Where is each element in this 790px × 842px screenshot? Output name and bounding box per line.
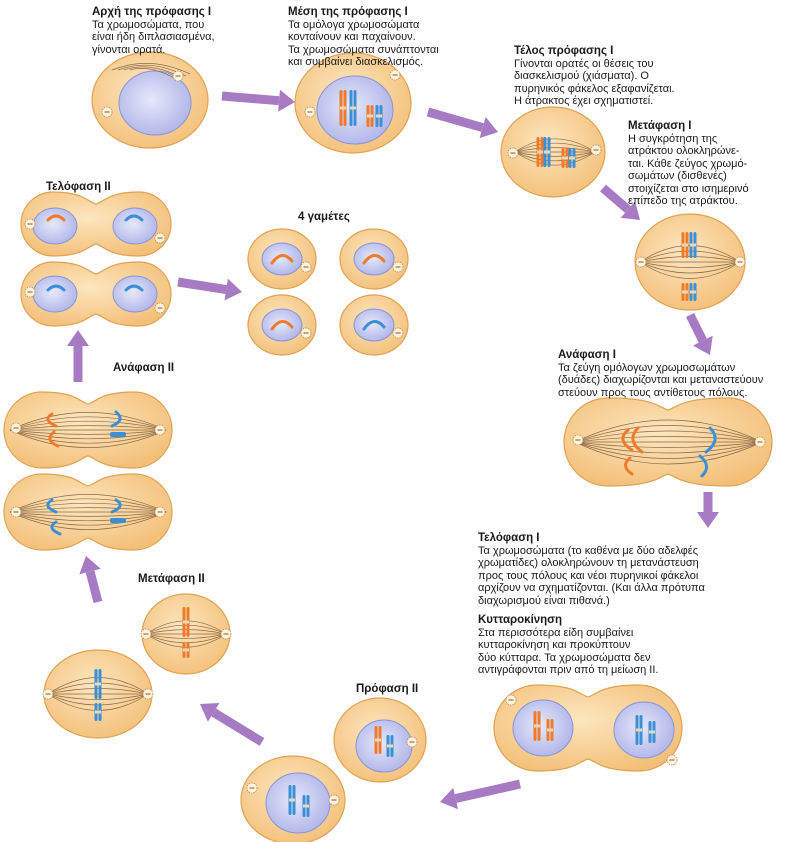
label-metaphase2: Μετάφαση ΙΙ: [138, 573, 205, 586]
arrow-5: [697, 492, 719, 528]
label-anaphase2: Ανάφαση ΙΙ: [113, 362, 174, 375]
arrow-8: [79, 556, 100, 602]
gamete-3: [248, 295, 316, 355]
label-metaphase1: Μετάφαση Ι Η συγκρότηση της ατράκτου ολο…: [628, 120, 788, 208]
cell-cytokinesis: [494, 685, 682, 771]
prophase2-title: Πρόφαση ΙΙ: [356, 683, 418, 696]
prophase-start-title: Αρχή της πρόφασης Ι: [92, 6, 262, 19]
prophase-end-line-4: Η άτρακτος έχει σχηματιστεί.: [514, 95, 774, 108]
gamete-1: [248, 229, 316, 289]
telophase1-line-4: αρχίζουν να σχηματίζονται. (Και άλλα πρό…: [478, 582, 783, 595]
anaphase1-line-2: (δυάδες) διαχωρίζονται και μεταναστεύουν: [558, 374, 788, 387]
label-gametes: 4 γαμέτες: [298, 211, 350, 224]
cytokinesis-line-1: Στα περισσότερα είδη συμβαίνει: [478, 627, 748, 640]
cell-telophase2-a: [21, 192, 171, 256]
arrow-6: [440, 784, 520, 809]
prophase-start-line-2: είναι ήδη διπλασιασμένα,: [92, 31, 262, 44]
prophase-end-line-1: Γίνονται ορατές οι θέσεις του: [514, 58, 774, 71]
gamete-4-nucleus: [354, 309, 394, 341]
metaphase1-line-2: ατράκτου ολοκληρώνε-: [628, 145, 788, 158]
cell-telophase2-b: [21, 262, 171, 326]
nucleus-telophase2-a: [33, 208, 77, 244]
gamete-4: [340, 295, 408, 355]
cell-anaphase2-a: [4, 392, 172, 468]
nucleus-cyto-left: [513, 700, 573, 756]
nucleus-telophase2-b: [113, 208, 157, 244]
metaphase1-line-4: σωμάτων (δισθενές): [628, 170, 788, 183]
prophase-start-line-3: γίνονται ορατά.: [92, 44, 262, 57]
cell-prophase-start: [92, 52, 208, 148]
telophase1-line-1: Τα χρωμοσώματα (το καθένα με δύο αδελφές: [478, 545, 783, 558]
anaphase1-title: Ανάφαση Ι: [558, 349, 788, 362]
metaphase1-line-5: στοιχίζεται στο ισημερινό: [628, 183, 788, 196]
prophase-end-line-3: πυρηνικός φάκελος εξαφανίζεται.: [514, 83, 774, 96]
nucleus-telophase2-d: [113, 276, 157, 312]
cytokinesis-title: Κυτταροκίνηση: [478, 614, 748, 627]
nucleus-prophase2-b: [266, 773, 330, 833]
label-telophase1: Τελόφαση Ι Τα χρωμοσώματα (το καθένα με …: [478, 532, 783, 607]
prophase-mid-line-1: Τα ομόλογα χρωμοσώματα: [288, 19, 488, 32]
metaphase1-line-1: Η συγκρότηση της: [628, 133, 788, 146]
label-anaphase1: Ανάφαση Ι Τα ζεύγη ομόλογων χρωμοσωμάτων…: [558, 349, 788, 399]
arrow-10: [178, 279, 242, 301]
chromosome-blue-17: [110, 432, 126, 437]
anaphase1-line-1: Τα ζεύγη ομόλογων χρωμοσωμάτων: [558, 362, 788, 375]
prophase-mid-line-3: Τα χρωμοσώματα συνάπτονται: [288, 44, 488, 57]
arrow-2: [428, 112, 498, 138]
cell-prophase2-a: [334, 698, 426, 782]
nucleus-telophase2-c: [33, 276, 77, 312]
cytokinesis-line-3: δύο κύτταρα. Τα χρωμοσώματα δεν: [478, 652, 748, 665]
nucleus-prophase2-a: [356, 720, 412, 772]
cell-prophase2-b: [241, 756, 345, 842]
cytokinesis-line-2: κυτταροκίνηση και προκύπτουν: [478, 639, 748, 652]
chromosome-blue-21: [110, 518, 126, 523]
gamete-1-nucleus: [262, 243, 302, 275]
prophase-mid-line-4: και συμβαίνει διασκελισμός.: [288, 56, 488, 69]
gametes-title: 4 γαμέτες: [298, 211, 350, 224]
arrow-7: [200, 703, 262, 742]
metaphase1-line-6: επίπεδο της ατράκτου.: [628, 195, 788, 208]
telophase1-line-5: διαχωρισμού είναι πιθανά.): [478, 595, 783, 608]
label-prophase-end: Τέλος πρόφασης Ι Γίνονται ορατές οι θέσε…: [514, 45, 774, 108]
telophase1-line-3: προς τους πόλους και νέοι πυρηνικοί φάκε…: [478, 570, 783, 583]
metaphase1-line-3: ται. Κάθε ζεύγος χρωμό-: [628, 158, 788, 171]
cell-anaphase2-b: [4, 474, 172, 550]
prophase-end-title: Τέλος πρόφασης Ι: [514, 45, 774, 58]
anaphase1-line-3: στεύουν προς τους αντίθετους πόλους.: [558, 387, 788, 400]
arrow-1: [222, 90, 295, 112]
cell-metaphase2-a: [141, 594, 231, 674]
gamete-3-nucleus: [262, 309, 302, 341]
label-prophase-start: Αρχή της πρόφασης Ι Τα χρωμοσώματα, που …: [92, 6, 262, 56]
arrow-9: [67, 330, 89, 382]
cell-metaphase2-b: [43, 650, 153, 738]
gamete-2-nucleus: [354, 243, 394, 275]
metaphase1-title: Μετάφαση Ι: [628, 120, 788, 133]
label-prophase2: Πρόφαση ΙΙ: [356, 683, 418, 696]
prophase-mid-line-2: κονταίνουν και παχαίνουν.: [288, 31, 488, 44]
gamete-2: [340, 229, 408, 289]
cell-prophase-end: [501, 107, 605, 197]
label-telophase2: Τελόφαση ΙΙ: [46, 181, 111, 194]
prophase-start-line-1: Τα χρωμοσώματα, που: [92, 19, 262, 32]
anaphase2-title: Ανάφαση ΙΙ: [113, 362, 174, 375]
telophase1-title: Τελόφαση Ι: [478, 532, 783, 545]
prophase-mid-title: Μέση της πρόφασης Ι: [288, 6, 488, 19]
label-cytokinesis: Κυτταροκίνηση Στα περισσότερα είδη συμβα…: [478, 614, 748, 677]
prophase-end-line-2: διασκελισμού (χιάσματα). Ο: [514, 70, 774, 83]
telophase1-line-2: χρωματίδες) ολοκληρώνουν τη μετανάστευση: [478, 557, 783, 570]
cell-anaphase1: [564, 398, 772, 486]
metaphase2-title: Μετάφαση ΙΙ: [138, 573, 205, 586]
cell-metaphase1: [635, 214, 745, 310]
nucleus-cyto-right: [614, 702, 674, 758]
telophase2-title: Τελόφαση ΙΙ: [46, 181, 111, 194]
label-prophase-mid: Μέση της πρόφασης Ι Τα ομόλογα χρωμοσώμα…: [288, 6, 488, 69]
cytokinesis-line-4: αντιγράφονται πριν από τη μείωση ΙΙ.: [478, 664, 748, 677]
